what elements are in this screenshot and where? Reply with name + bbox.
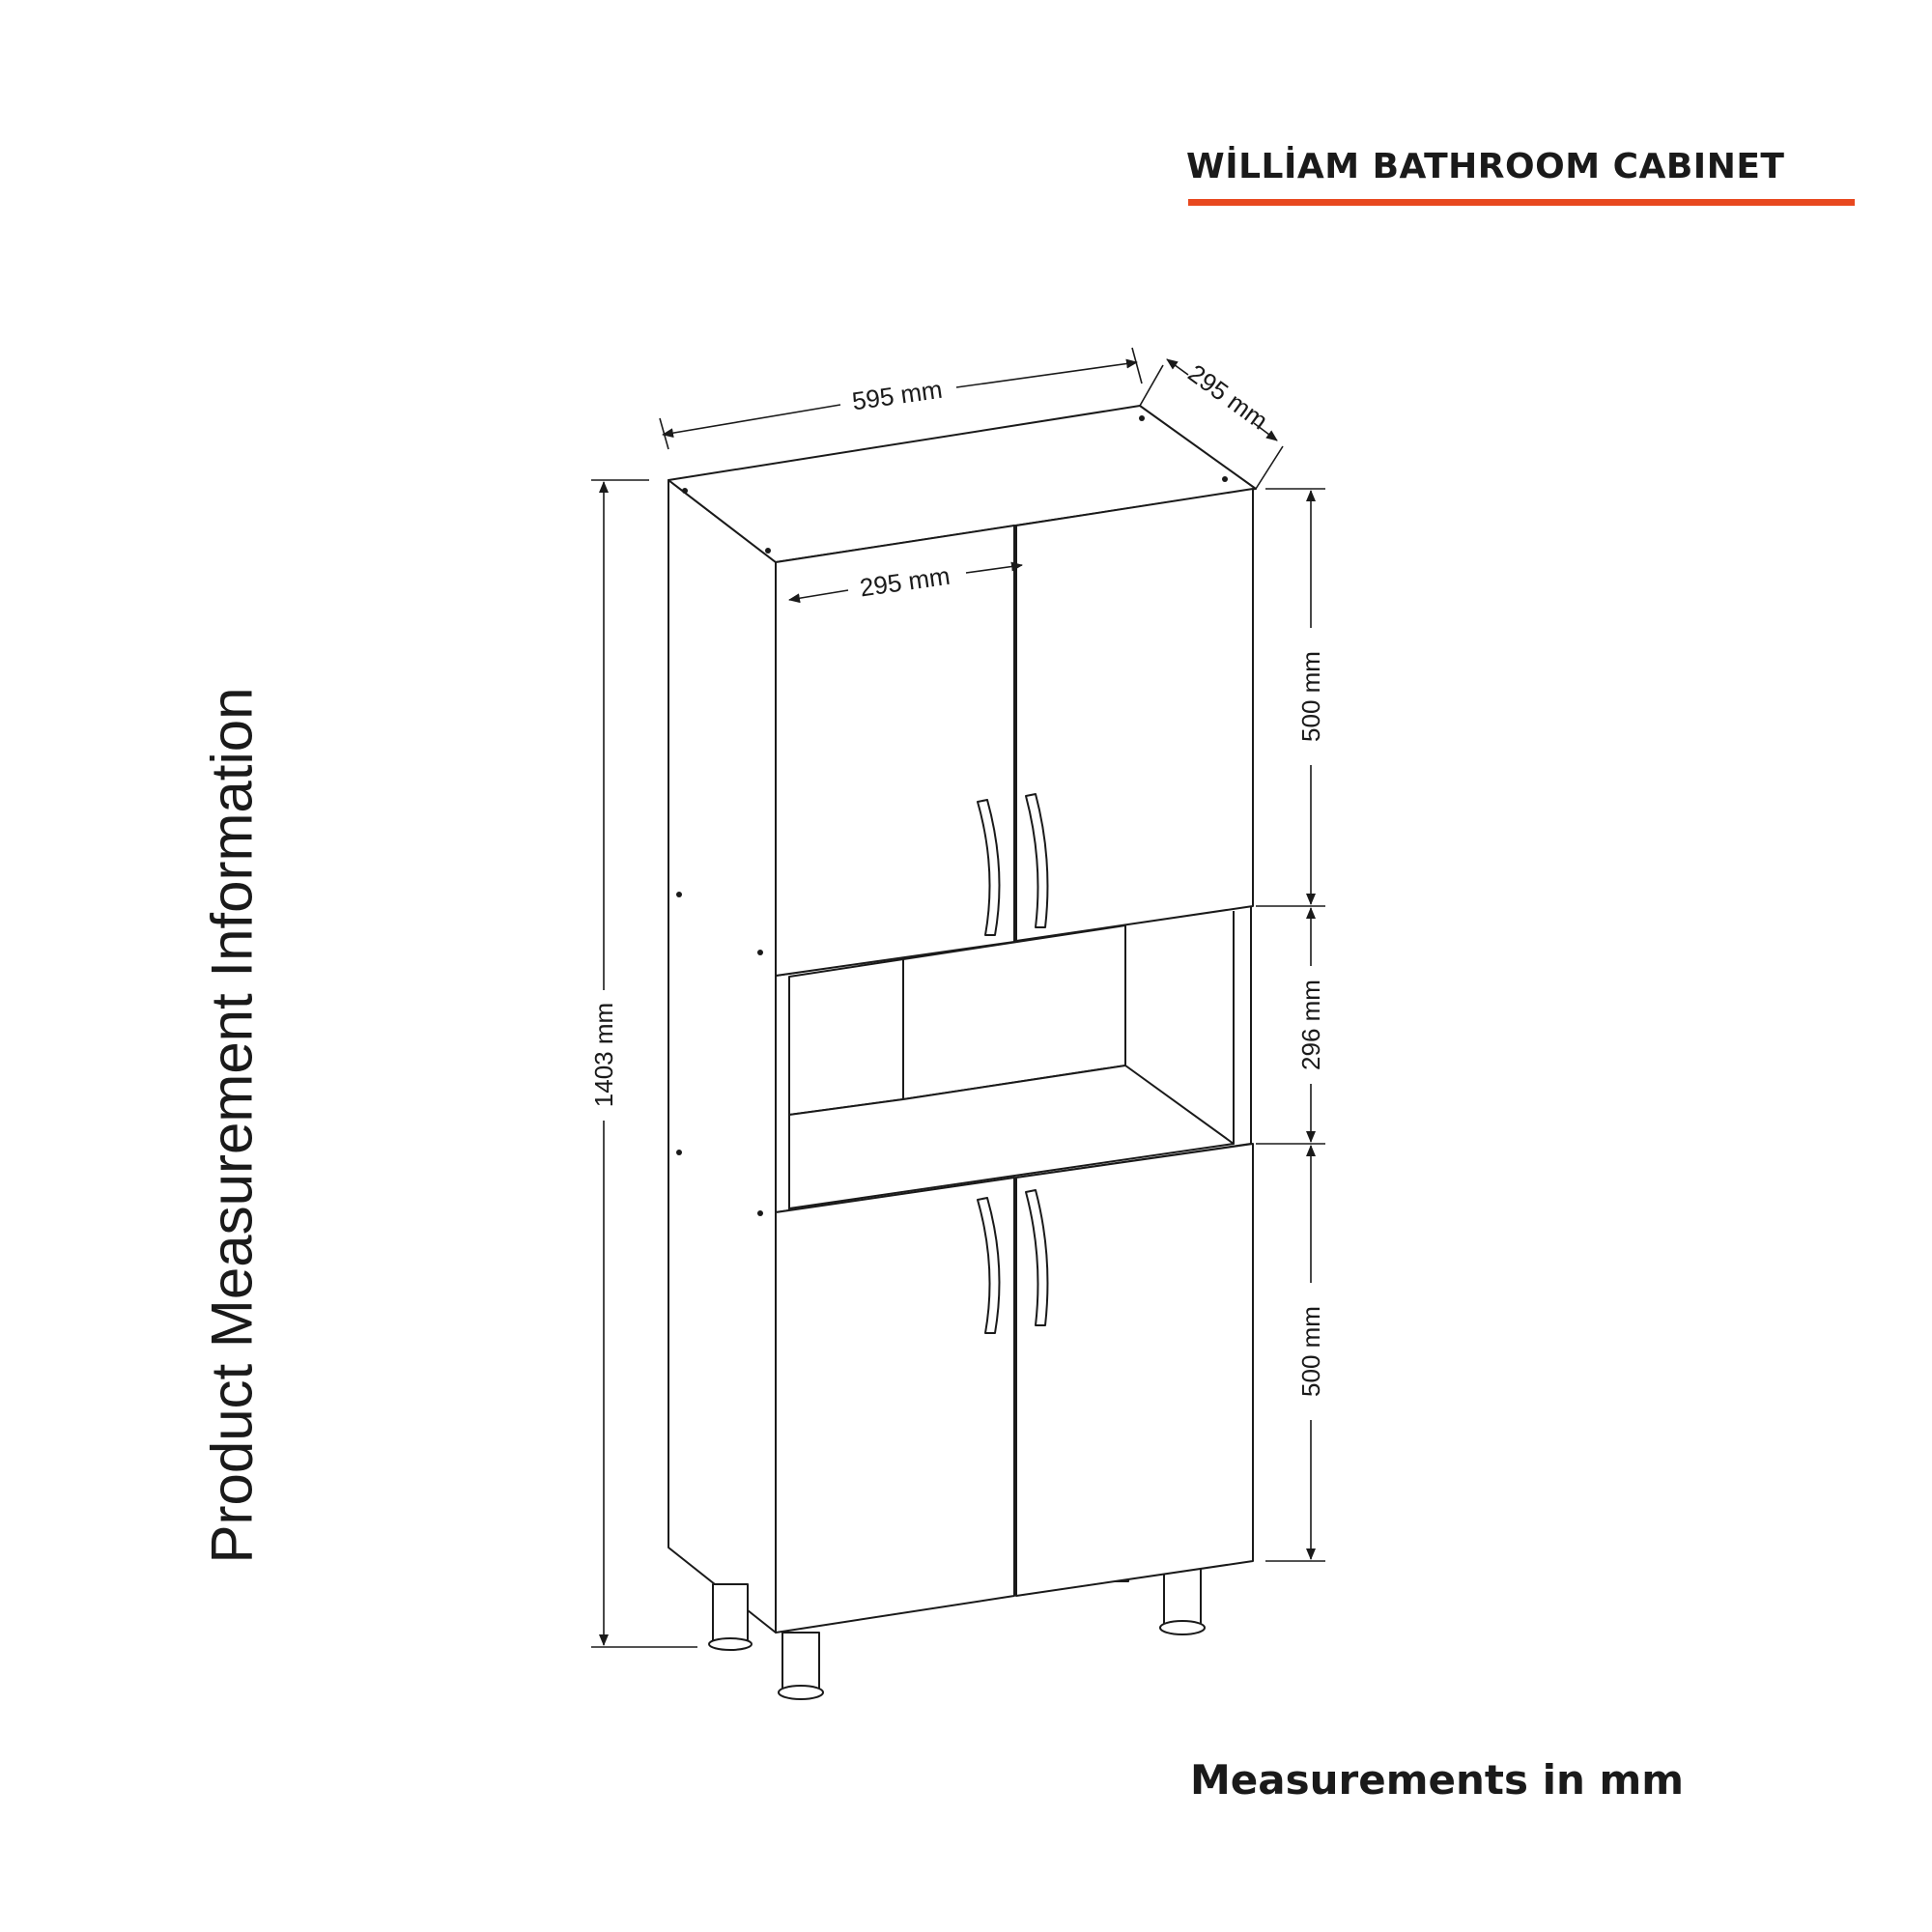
handle-lower-left — [977, 1197, 1001, 1334]
upper-left-door — [775, 525, 1015, 977]
product-title: WİLLİAM BATHROOM CABINET — [1186, 147, 1785, 186]
leg-front-left — [781, 1632, 820, 1691]
dim-open-shelf-label: 296 mm — [1296, 980, 1325, 1070]
dim-depth-line-left — [1166, 358, 1189, 376]
handle-upper-right — [1025, 793, 1049, 928]
dim-width-label: 595 mm — [850, 375, 944, 416]
dim-depth-label: 295 mm — [1182, 358, 1273, 435]
leg-front-right — [1163, 1567, 1202, 1627]
dim-total-height-label: 1403 mm — [589, 1003, 618, 1107]
units-note: Measurements in mm — [1190, 1756, 1685, 1804]
lower-left-door — [775, 1177, 1015, 1634]
dim-door-line-left — [788, 589, 849, 604]
dim-width-line-left — [662, 404, 841, 439]
dim-upper-section-label: 500 mm — [1296, 651, 1325, 742]
open-shelf-inner-side — [788, 958, 904, 1116]
dim-door-line-right — [965, 561, 1023, 574]
handle-lower-right — [1025, 1189, 1049, 1326]
dim-depth-line-right — [1253, 422, 1278, 441]
upper-right-door — [1015, 488, 1254, 942]
cabinet — [668, 405, 1257, 1700]
lower-right-door — [1015, 1143, 1254, 1597]
panel-pins — [676, 415, 1228, 1216]
cabinet-side-panel — [668, 479, 777, 1634]
leg-back-left — [712, 1583, 749, 1641]
title-underline — [1188, 199, 1855, 206]
dim-lower-section-label: 500 mm — [1296, 1306, 1325, 1397]
cabinet-legs — [708, 1567, 1206, 1700]
dim-width-line-right — [955, 358, 1138, 388]
door-handles — [977, 793, 1049, 1334]
dimension-lines — [591, 347, 1325, 1648]
handle-upper-left — [977, 799, 1001, 936]
